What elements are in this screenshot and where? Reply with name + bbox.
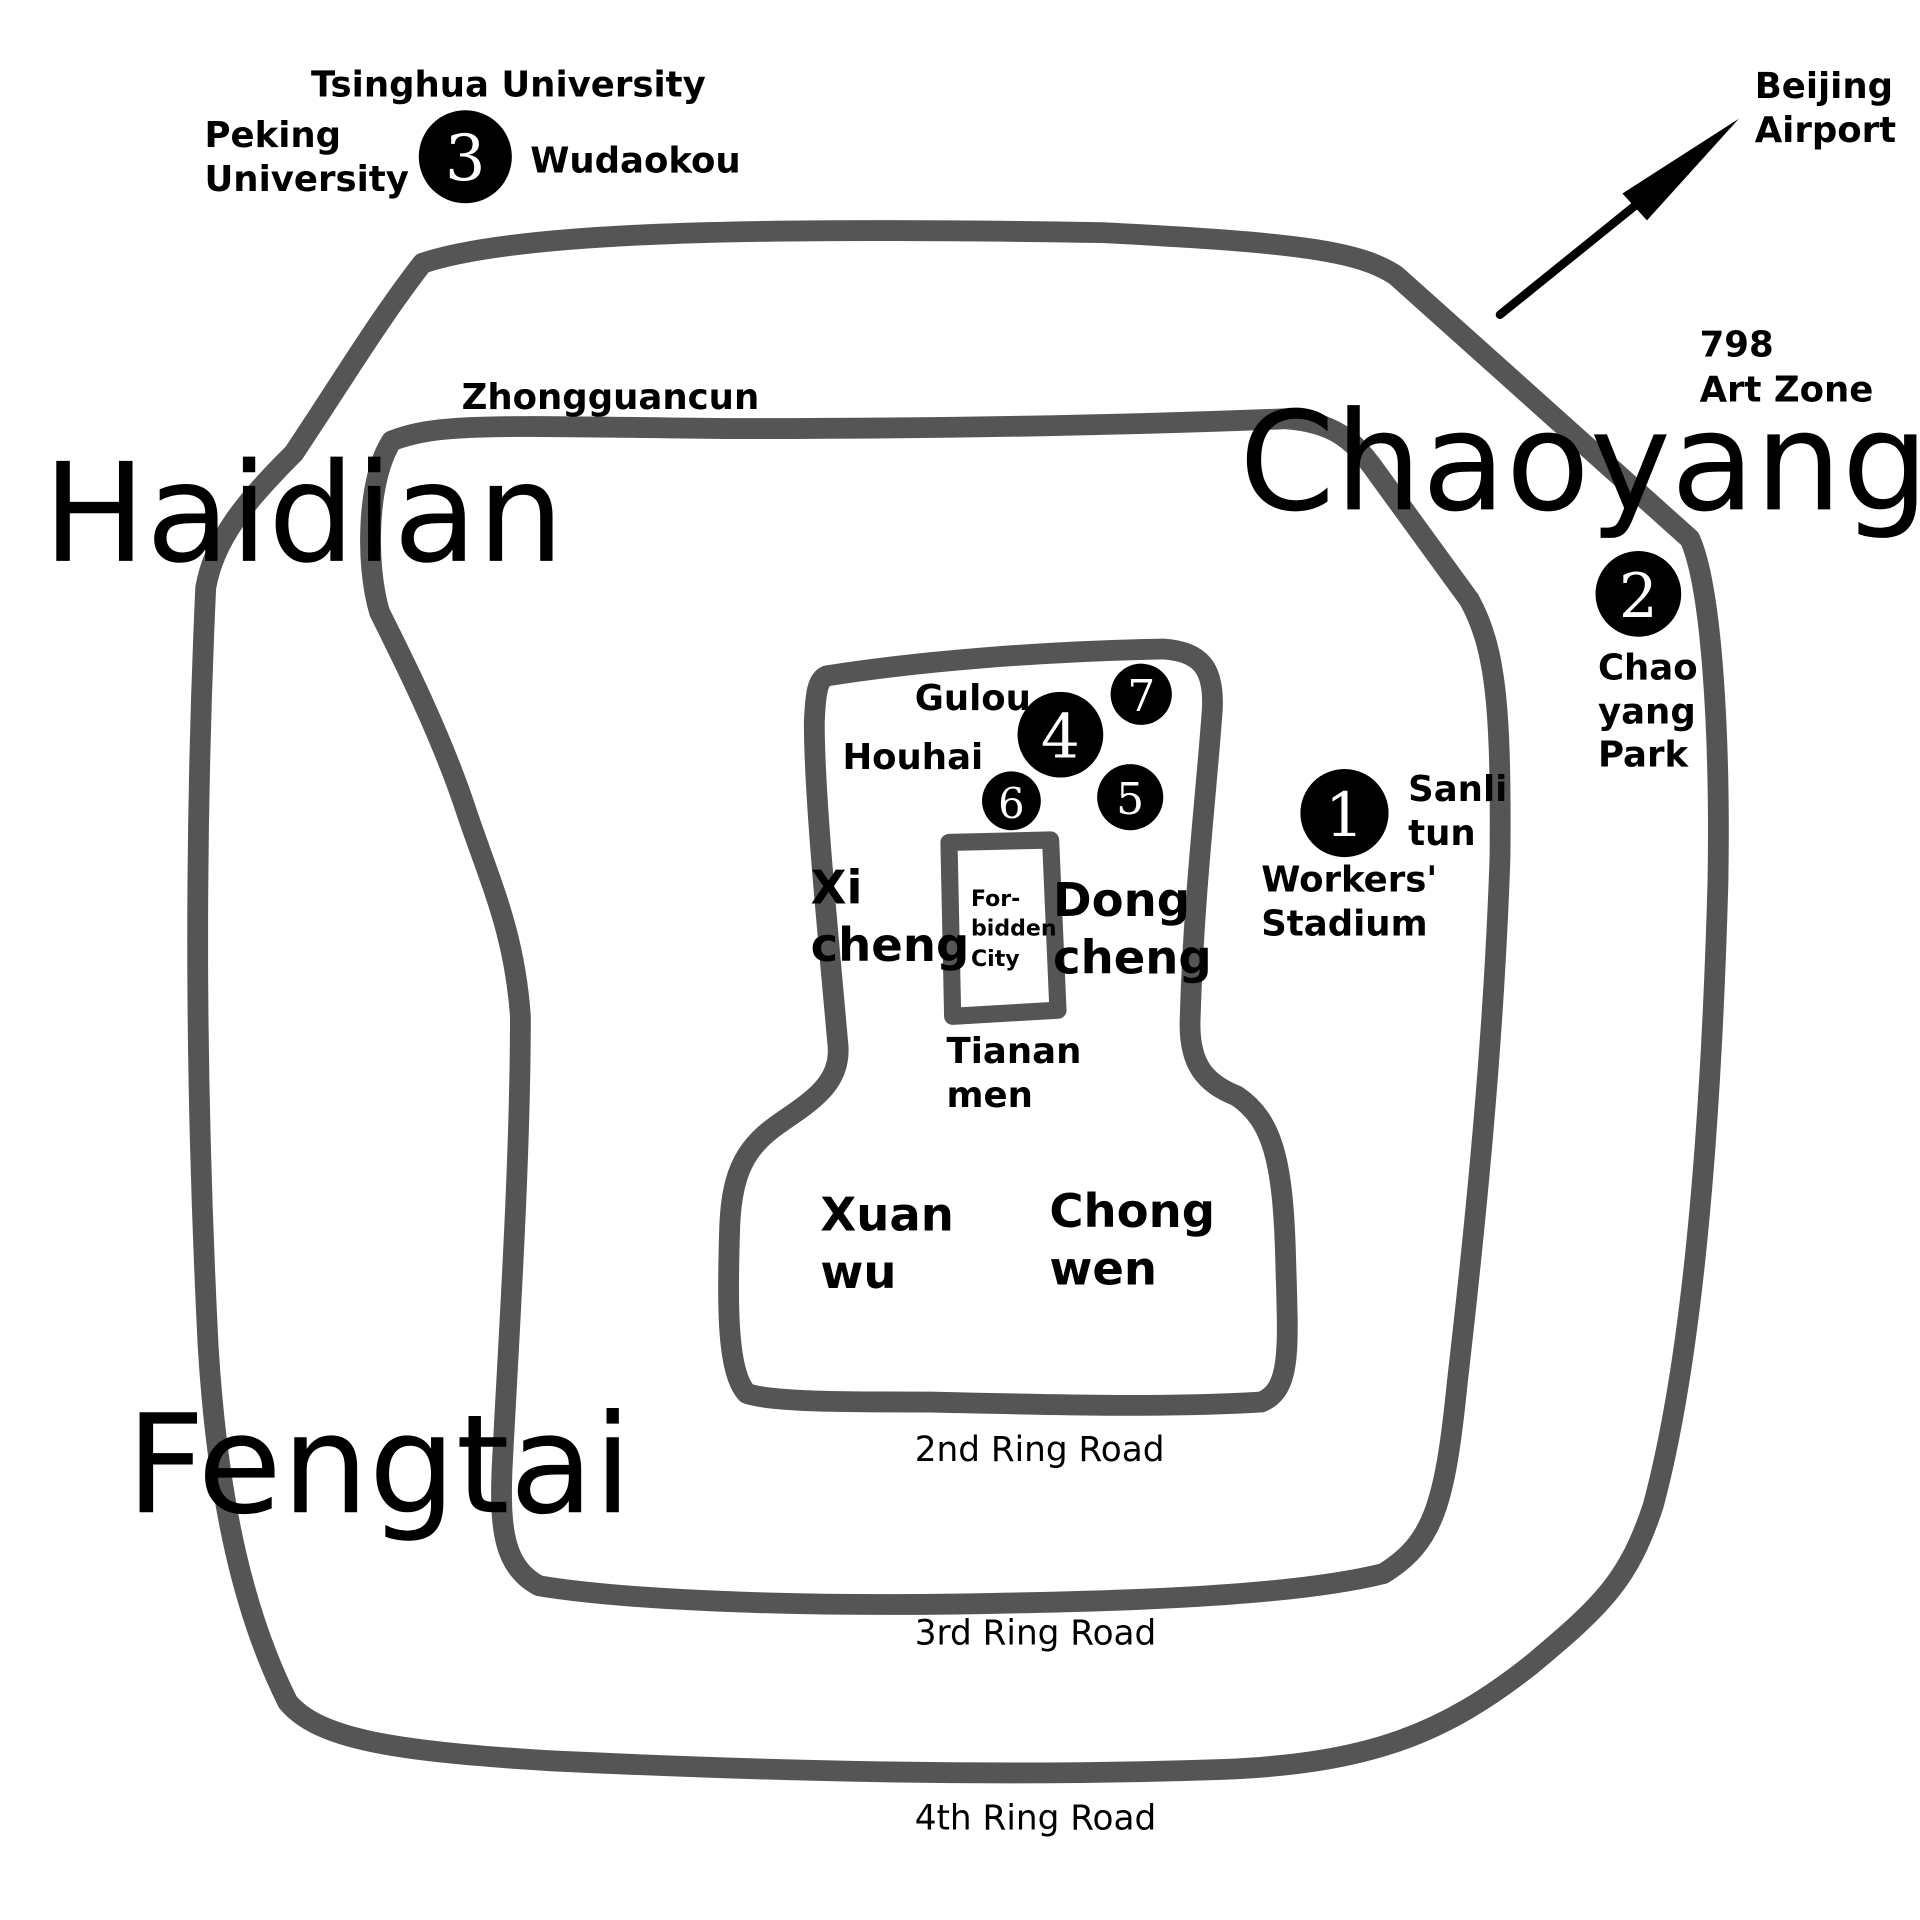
label-chaoyang-park-2: yang — [1598, 692, 1696, 733]
label-798-2: Art Zone — [1700, 370, 1874, 411]
label-houhai: Houhai — [842, 737, 983, 778]
label-forbidden-city-1: For- — [971, 887, 1020, 912]
label-tiananmen-2: men — [947, 1075, 1033, 1116]
marker-3[interactable]: 3 — [418, 110, 512, 204]
ring-road-3 — [360, 408, 1511, 1615]
district-xuanwu-2: wu — [820, 1245, 896, 1299]
district-chongwen-2: wen — [1049, 1241, 1157, 1295]
label-sanlitun-1: Sanli — [1408, 769, 1507, 810]
label-ring-4: 4th Ring Road — [915, 1798, 1157, 1838]
marker-4[interactable]: 4 — [1017, 691, 1104, 778]
svg-text:1: 1 — [1325, 780, 1364, 851]
district-xicheng-1: Xi — [811, 861, 863, 915]
district-chongwen-1: Chong — [1049, 1184, 1215, 1238]
label-workers-stadium-1: Workers' — [1261, 859, 1437, 900]
marker-7[interactable]: 7 — [1110, 663, 1172, 725]
label-chaoyang-park-1: Chao — [1598, 648, 1698, 689]
label-tiananmen-1: Tianan — [947, 1031, 1082, 1072]
ring-road-2 — [718, 638, 1298, 1416]
marker-2[interactable]: 2 — [1595, 551, 1682, 637]
label-workers-stadium-2: Stadium — [1261, 904, 1427, 945]
district-haidian: Haidian — [43, 435, 564, 594]
label-peking-2: University — [204, 159, 408, 200]
marker-6[interactable]: 6 — [982, 771, 1041, 831]
label-ring-3: 3rd Ring Road — [915, 1613, 1157, 1653]
ring-road-4 — [187, 220, 1729, 1784]
label-peking-1: Peking — [204, 115, 341, 156]
district-dongcheng-2: cheng — [1053, 930, 1212, 984]
label-798-1: 798 — [1700, 324, 1774, 365]
label-wudaokou: Wudaokou — [530, 141, 741, 182]
svg-text:4: 4 — [1041, 702, 1080, 773]
district-xuanwu-1: Xuan — [820, 1188, 953, 1242]
district-xicheng-2: cheng — [811, 918, 970, 972]
label-forbidden-city-3: City — [971, 947, 1020, 972]
forbidden-city-outline — [940, 831, 1067, 1025]
svg-text:2: 2 — [1619, 561, 1658, 632]
svg-text:5: 5 — [1116, 774, 1144, 825]
marker-5[interactable]: 5 — [1097, 764, 1164, 831]
label-airport-2: Airport — [1755, 110, 1896, 151]
label-zhongguancun: Zhongguancun — [462, 377, 760, 418]
marker-1[interactable]: 1 — [1300, 768, 1389, 858]
label-gulou: Gulou — [915, 678, 1031, 719]
label-airport-1: Beijing — [1755, 66, 1893, 107]
label-forbidden-city-2: bidden — [971, 917, 1057, 942]
label-tsinghua: Tsinghua University — [311, 65, 706, 106]
district-dongcheng-1: Dong — [1053, 873, 1190, 927]
svg-text:6: 6 — [998, 779, 1024, 828]
label-ring-2: 2nd Ring Road — [915, 1430, 1165, 1470]
svg-text:3: 3 — [445, 122, 486, 196]
district-chaoyang: Chaoyang — [1239, 383, 1920, 542]
airport-arrow-icon — [1495, 118, 1739, 319]
label-chaoyang-park-3: Park — [1598, 735, 1690, 776]
label-sanlitun-2: tun — [1408, 813, 1476, 854]
district-fengtai: Fengtai — [126, 1386, 632, 1545]
svg-text:7: 7 — [1127, 671, 1155, 722]
